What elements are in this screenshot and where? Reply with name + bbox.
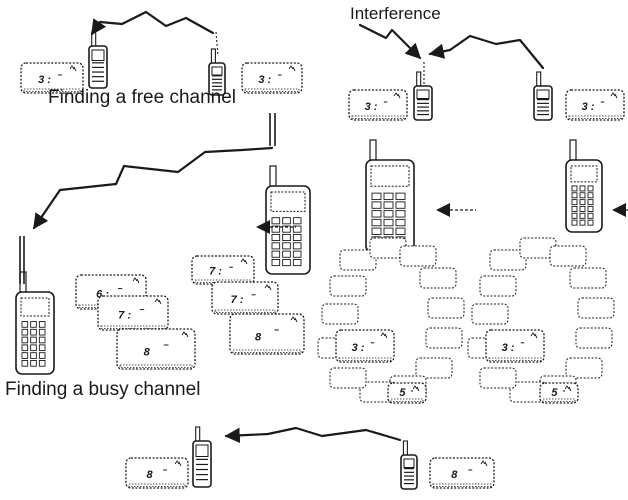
lcd-display-icon: 8 — [429, 457, 495, 489]
radio-signal-bolt-icon — [224, 426, 402, 444]
svg-text:8: 8 — [144, 346, 151, 358]
radio-signal-bolt-icon — [90, 10, 215, 36]
svg-text:8: 8 — [451, 469, 458, 481]
radio-signal-bolt-icon — [358, 23, 422, 60]
true: 8 — [229, 313, 305, 355]
handheld-radio-icon — [365, 139, 415, 253]
svg-text:8: 8 — [146, 469, 153, 481]
pointer-arrow-icon — [436, 203, 450, 217]
svg-text:7 :: 7 : — [209, 265, 222, 277]
channel-scan-wheel-right — [467, 237, 615, 403]
lcd-display-icon: 3 : — [20, 62, 84, 94]
channel-scan-wheel-left — [317, 237, 465, 403]
radio-signal-bolt-icon — [32, 146, 274, 230]
svg-text:5: 5 — [551, 387, 558, 399]
lcd-display-icon: 8 — [125, 457, 189, 489]
lcd-display-icon: 7 : — [97, 295, 169, 331]
svg-text:3 :: 3 : — [502, 342, 515, 354]
lcd-display-icon: 5 — [387, 382, 427, 404]
lcd-display-icon: 7 : — [211, 281, 279, 315]
handheld-radio-icon — [208, 48, 226, 96]
lcd-display-icon: 3 : — [565, 89, 625, 121]
handheld-radio-icon — [15, 271, 55, 375]
svg-text:3 :: 3 : — [352, 342, 365, 354]
svg-text:3 :: 3 : — [38, 74, 51, 86]
svg-text:8: 8 — [255, 331, 262, 343]
caption-interference: Interference — [350, 4, 441, 23]
lcd-display-icon: 3 : — [241, 62, 303, 94]
handheld-radio-icon — [565, 139, 603, 233]
lcd-display-icon: 3 : — [348, 89, 408, 121]
handheld-radio-icon — [88, 31, 108, 89]
handheld-radio-icon — [533, 71, 553, 121]
pointer-arrow-icon — [256, 220, 270, 234]
pointer-arrow-icon — [612, 203, 626, 217]
handheld-radio-icon — [413, 71, 433, 121]
svg-text:3 :: 3 : — [582, 101, 595, 113]
lcd-display-icon: 3 : — [335, 329, 395, 363]
lcd-display-icon: 5 — [539, 382, 579, 404]
svg-text:7 :: 7 : — [231, 294, 244, 306]
true: 8 — [116, 328, 196, 370]
caption-finding-free-channel: Finding a free channel — [48, 87, 237, 108]
handheld-radio-icon — [400, 440, 418, 490]
lcd-display-icon: 3 : — [485, 329, 545, 363]
handheld-radio-icon — [192, 426, 212, 488]
lcd-display-icon: 7 : — [191, 255, 255, 285]
handheld-radio-icon — [265, 165, 311, 275]
svg-text:3 :: 3 : — [365, 101, 378, 113]
svg-text:5: 5 — [399, 387, 406, 399]
svg-text:3 :: 3 : — [258, 74, 271, 86]
svg-text:7 :: 7 : — [118, 309, 131, 321]
radio-signal-bolt-icon — [428, 34, 545, 70]
caption-finding-busy-channel: Finding a busy channel — [5, 379, 201, 400]
